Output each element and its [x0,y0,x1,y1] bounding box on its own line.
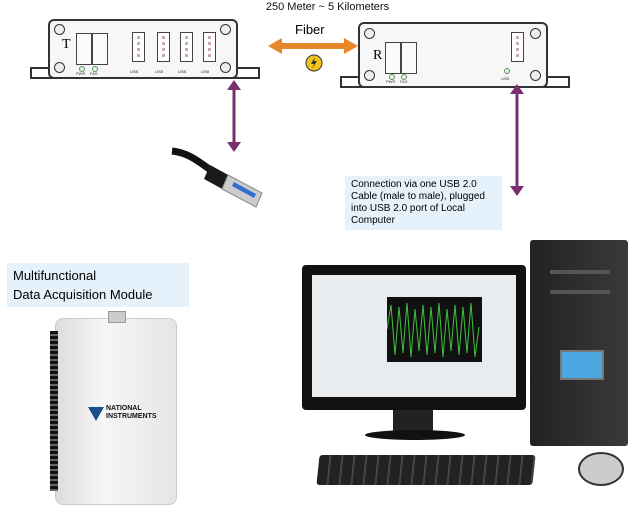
usb-port [511,32,524,62]
screw-icon [54,62,65,73]
fiber-double-arrow [268,38,358,54]
usb-port [180,32,193,62]
transmitter-unit: T PWR FAS USB USB USB USB [30,15,260,80]
connection-arrow [227,80,241,152]
usb-cable-image [171,147,263,208]
distance-label: 250 Meter ~ 5 Kilometers [265,1,390,13]
module-label: Multifunctional Data Acquisition Module [7,263,189,307]
usb-port [203,32,216,62]
waveform-display [386,297,482,362]
keyboard [316,455,536,485]
fiber-link-icon [305,54,323,72]
fiber-port [92,33,108,65]
screw-icon [54,24,65,35]
screw-icon [220,62,231,73]
usb-port [132,32,145,62]
usb-port [157,32,170,62]
fiber-port [385,42,401,74]
fiber-port [401,42,417,74]
ni-logo-icon [88,407,104,421]
mouse [578,452,624,486]
fiber-label: Fiber [295,22,325,37]
receiver-letter: R [373,48,383,63]
pc-tower [530,240,628,446]
screw-icon [220,24,231,35]
fiber-port [76,33,92,65]
connection-arrow [510,84,524,196]
connection-note: Connection via one USB 2.0 Cable (male t… [345,176,502,230]
receiver-unit: R PWR FAS USB [340,20,570,88]
computer-monitor [302,265,526,410]
transmitter-letter: T [62,37,71,52]
